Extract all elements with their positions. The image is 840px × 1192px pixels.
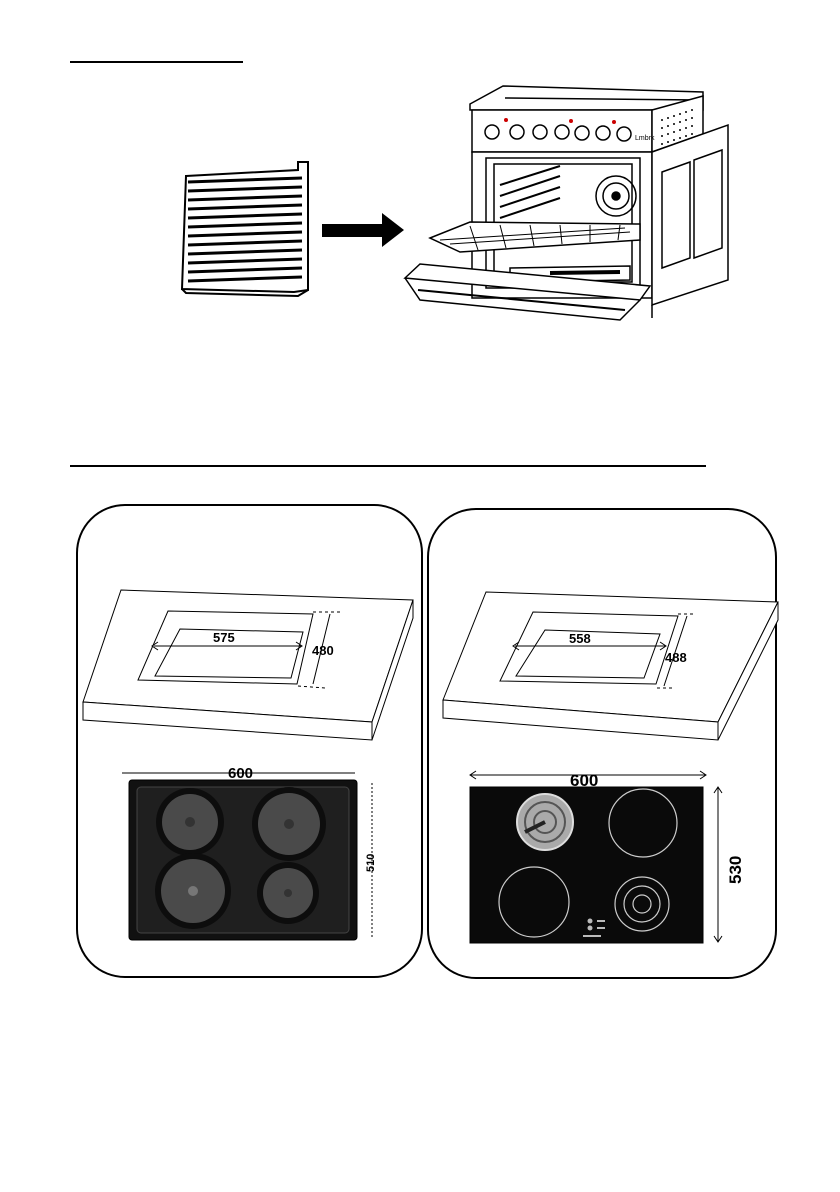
hob-width-label-1: 600 <box>228 765 253 782</box>
hot-plate-icon <box>252 787 326 861</box>
oven-icon: Lmbrk <box>405 86 728 320</box>
ceramic-hob-image <box>470 787 703 943</box>
hot-plate-icon <box>156 788 224 856</box>
electric-hob-image <box>129 780 357 940</box>
radiant-zone-icon <box>517 794 573 850</box>
hot-plate-icon <box>257 862 319 924</box>
hob-depth-label-1: 510 <box>365 854 377 872</box>
countertop-cutout-1 <box>83 590 413 740</box>
right-arrow-icon <box>322 213 404 247</box>
hot-plate-icon <box>155 853 231 929</box>
oven-brand-label: Lmbrk <box>635 135 655 142</box>
grill-tray-icon <box>182 162 308 296</box>
cutout-width-label-2: 558 <box>569 631 591 646</box>
cutout-width-label-1: 575 <box>213 630 235 645</box>
countertop-cutout-2 <box>443 592 778 740</box>
hob-depth-label-2: 530 <box>726 856 745 884</box>
cutout-depth-label-1: 480 <box>312 643 334 658</box>
cutout-depth-label-2: 488 <box>665 650 687 665</box>
